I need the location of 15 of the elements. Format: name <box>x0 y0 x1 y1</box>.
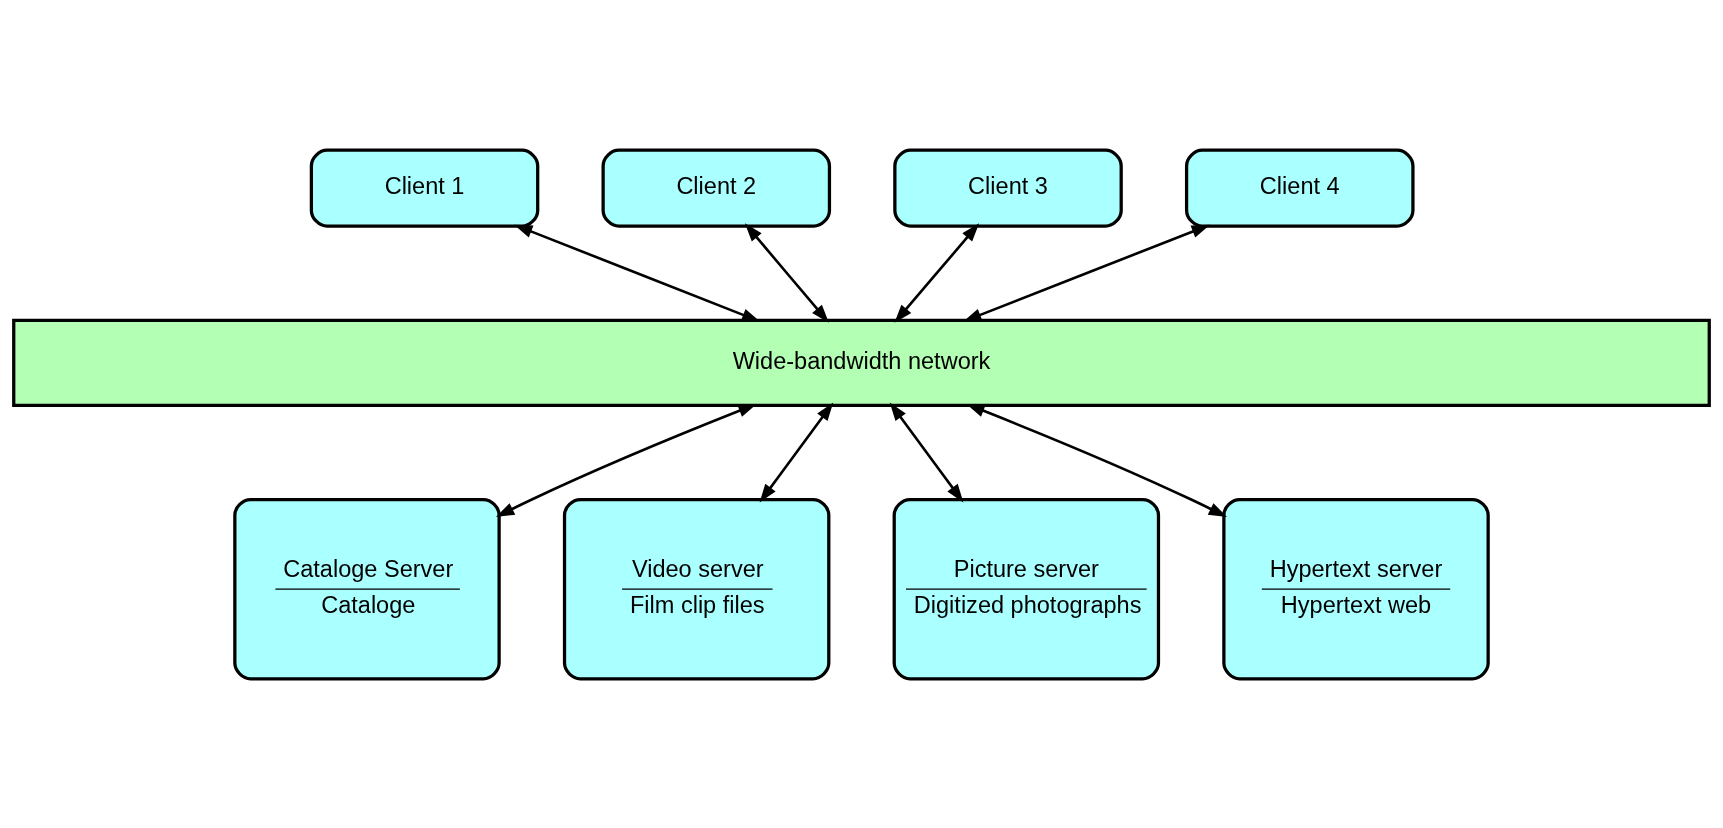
node-box: Wide-bandwidth network <box>12 318 1711 407</box>
node-box: Client 1 <box>309 148 540 228</box>
node-box: Picture server Digitized photographs <box>892 497 1161 680</box>
node-box: Client 3 <box>893 148 1123 228</box>
node-box: Client 4 <box>1184 148 1415 228</box>
node-box: Client 2 <box>601 148 832 228</box>
arrow <box>759 402 834 502</box>
arrow <box>744 222 829 323</box>
node-box: Hypertext server Hypertext web <box>1222 497 1490 680</box>
arrow <box>889 402 964 502</box>
arrow <box>963 224 1210 322</box>
arrow <box>514 224 761 322</box>
arrow <box>894 222 980 323</box>
node-box: Video server Film clip files <box>562 497 831 680</box>
node-box: Cataloge Server Cataloge <box>233 497 501 680</box>
